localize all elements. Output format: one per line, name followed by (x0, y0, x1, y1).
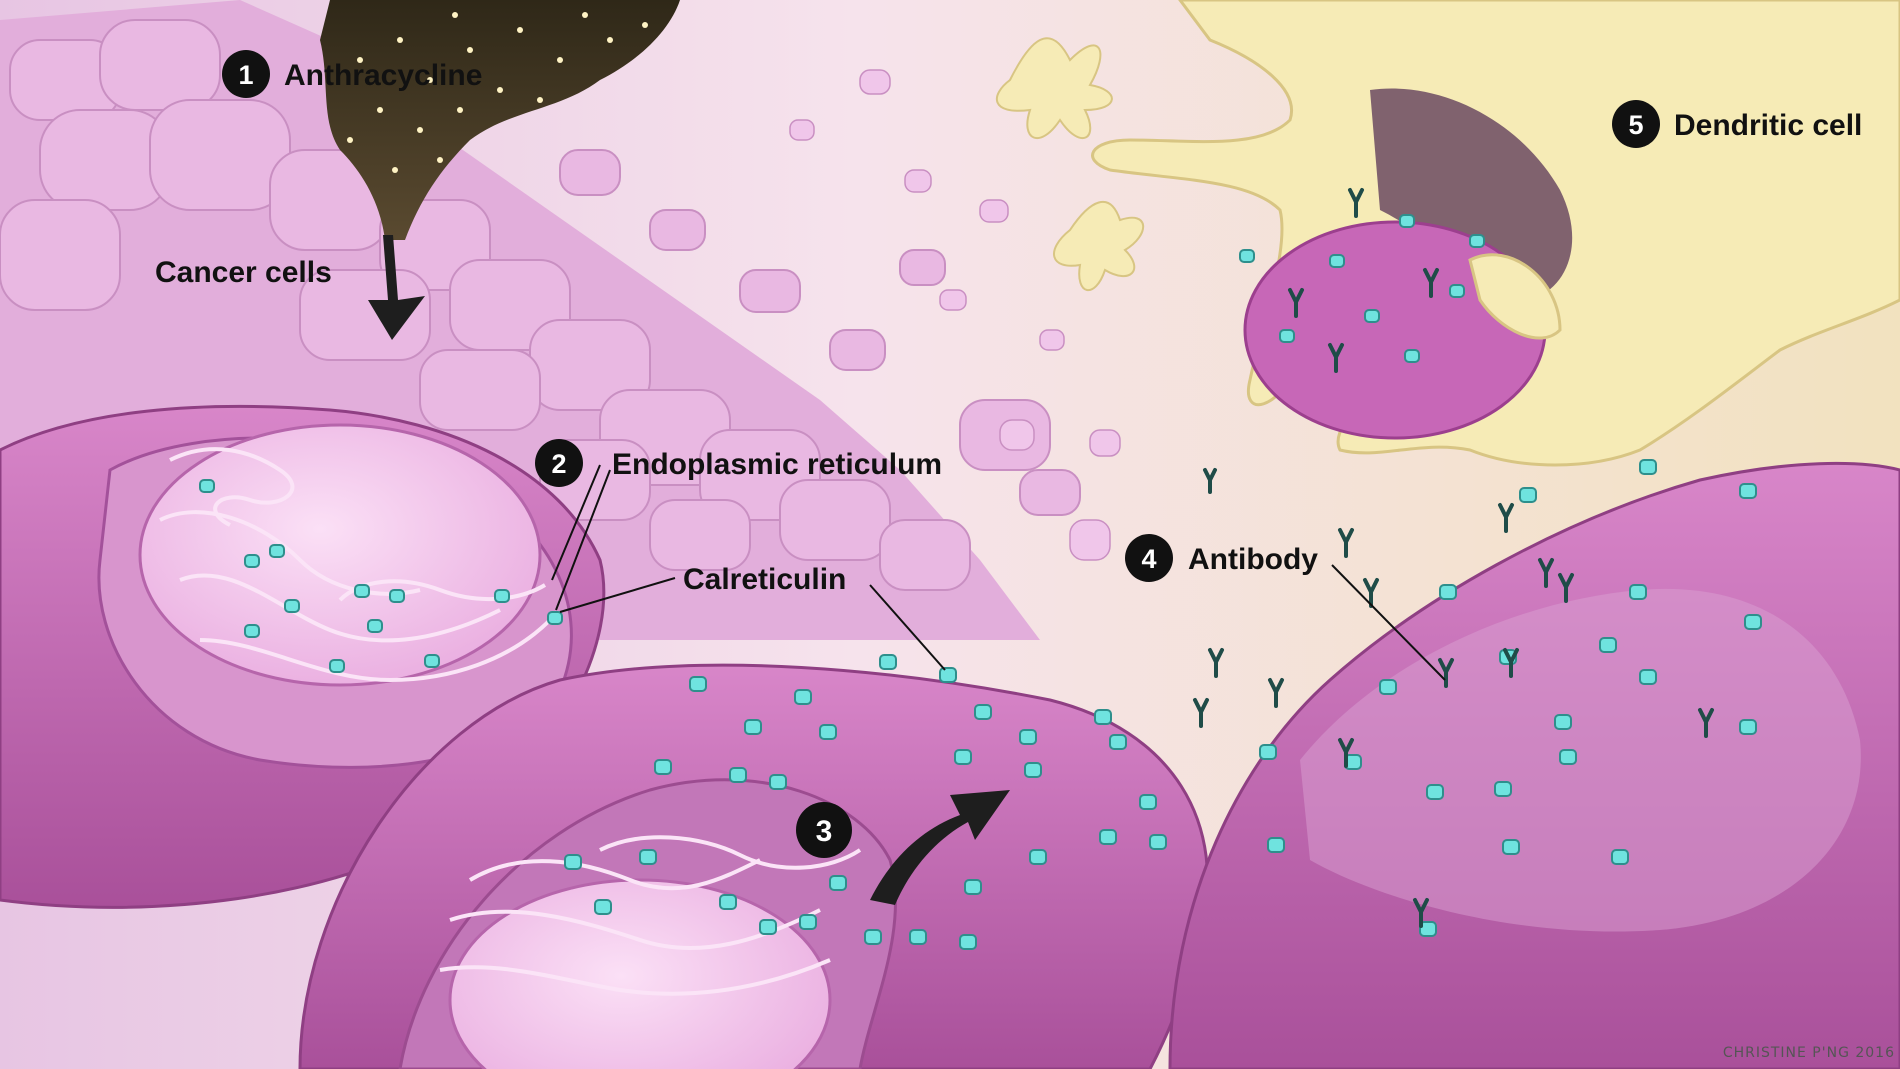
step1-number: 1 (238, 60, 253, 90)
label-step1: 1 Anthracycline (222, 50, 482, 98)
artist-credit: CHRISTINE P'NG 2016 (1723, 1045, 1895, 1061)
label-step5: 5 Dendritic cell (1612, 100, 1862, 148)
step2-label: Endoplasmic reticulum (612, 448, 942, 481)
step4-number: 4 (1141, 544, 1156, 574)
step3-number: 3 (816, 815, 833, 848)
cancer-cell-right (1168, 461, 1900, 1069)
small-dendritic-cell (995, 37, 1145, 291)
cancer-cell-middle (298, 663, 1210, 1069)
step5-label: Dendritic cell (1674, 109, 1862, 142)
cell-debris (789, 69, 1121, 561)
cancer-cells-label: Cancer cells (155, 256, 332, 289)
label-step2: 2 Endoplasmic reticulum (535, 439, 942, 487)
label-step3: 3 (796, 802, 852, 858)
anthracycline-drug (320, 0, 680, 240)
engulfed-cancer-cell (1243, 220, 1562, 440)
calreticulin-molecules (199, 214, 1762, 950)
step2-number: 2 (551, 449, 566, 479)
nucleus-left (138, 423, 542, 687)
label-step4: 4 Antibody (1125, 534, 1318, 582)
calreticulin-label: Calreticulin (683, 563, 846, 596)
drug-entry-arrow (368, 235, 425, 340)
step1-label: Anthracycline (284, 59, 482, 92)
leader-lines (551, 464, 1446, 681)
nucleus-middle (448, 878, 832, 1069)
step4-label: Antibody (1188, 543, 1318, 576)
endoplasmic-reticulum-middle (439, 835, 862, 996)
step5-number: 5 (1628, 110, 1643, 140)
translocation-arrow (870, 790, 1010, 905)
antibody-molecules (1193, 188, 1714, 928)
